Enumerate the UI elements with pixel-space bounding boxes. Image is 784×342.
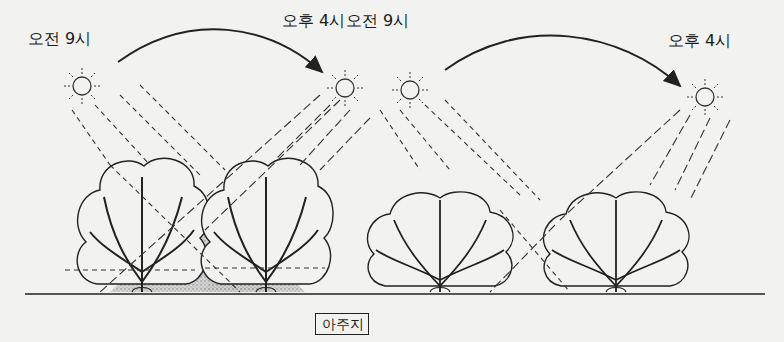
time-label: 오전 9시: [28, 30, 91, 48]
label-box: 아주지: [315, 313, 369, 335]
time-label: 오후 4시: [668, 32, 731, 50]
box-label: 아주지: [322, 317, 362, 332]
time-label: 오후 4시: [282, 12, 345, 30]
time-label: 오전 9시: [346, 12, 409, 30]
